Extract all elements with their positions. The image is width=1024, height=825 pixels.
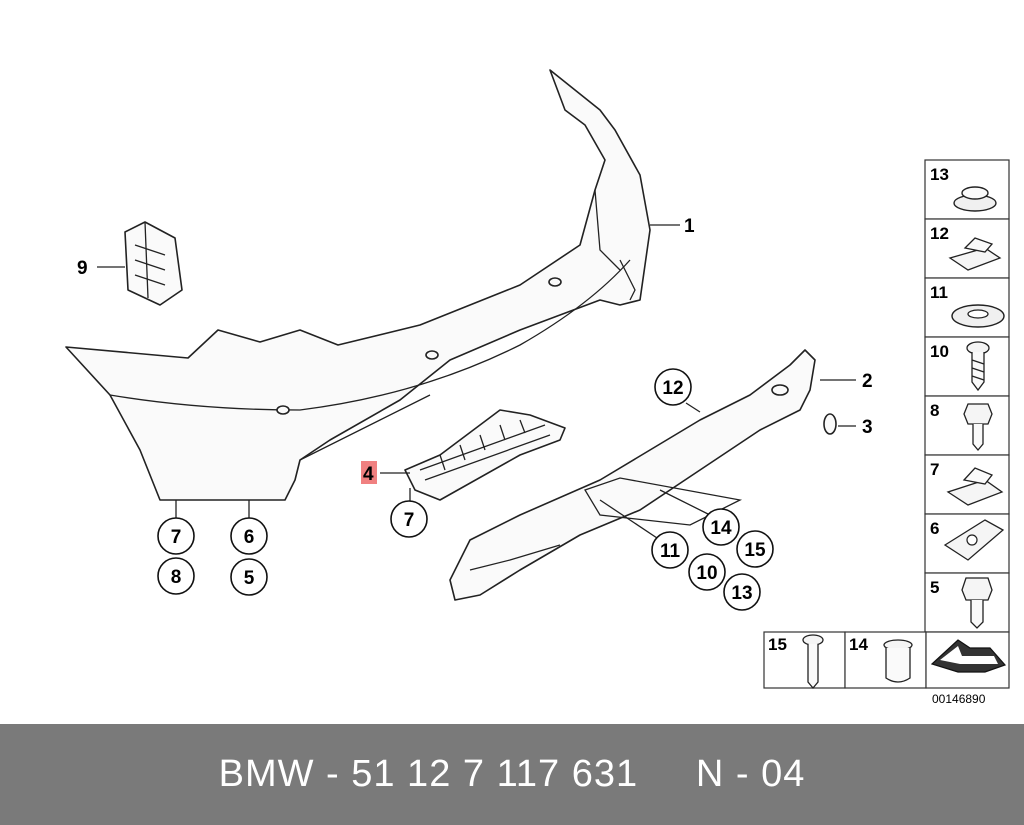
speed-nut-icon [943, 519, 1005, 561]
tapping-screw-icon [966, 341, 990, 392]
direction-arrow-icon [930, 639, 1007, 673]
callout-1: 1 [684, 216, 695, 237]
legend-label-4: 8 [930, 401, 939, 420]
callout-8: 8 [171, 567, 182, 588]
callout-6: 6 [244, 527, 255, 548]
circle-callout-7a [157, 517, 195, 555]
rear-diffuser-trim [449, 349, 816, 601]
hardware-legend: 13 12 11 10 8 7 6 5 15 14 [763, 159, 1010, 690]
expanding-nut-icon [883, 639, 913, 683]
circle-callout-11 [651, 531, 689, 569]
legend-label-14: 14 [849, 635, 868, 654]
circle-callout-12 [654, 368, 692, 406]
callout-7a: 7 [171, 527, 182, 548]
circle-callout-15 [736, 530, 774, 568]
callout-10: 10 [696, 563, 717, 584]
callout-12: 12 [662, 378, 683, 399]
callout-11: 11 [660, 541, 681, 562]
circled-callouts: 12 7 8 6 5 7 11 14 15 10 13 [157, 368, 774, 611]
blind-cap [823, 413, 837, 435]
circle-callout-8 [157, 557, 195, 595]
callout-2: 2 [862, 371, 873, 392]
callout-4: 4 [363, 464, 374, 485]
legend-label-15: 15 [768, 635, 787, 654]
spring-nut-icon [946, 467, 1004, 506]
callout-7b: 7 [404, 510, 415, 531]
footer-bar: BMW - 51 12 7 117 631 N - 04 [0, 724, 1024, 825]
legend-label-7: 5 [930, 578, 939, 597]
circle-callout-7b [390, 500, 428, 538]
circle-callout-14 [702, 508, 740, 546]
hex-bolt-icon [961, 577, 993, 629]
circle-callout-6 [230, 517, 268, 555]
clip-nut-icon [948, 237, 1002, 271]
callout-14: 14 [710, 518, 732, 539]
callout-15: 15 [744, 540, 766, 561]
highlight-marker [361, 461, 377, 484]
callout-9: 9 [77, 258, 88, 279]
rear-bumper-panel [65, 69, 651, 501]
legend-label-1: 12 [930, 224, 949, 243]
bumper-trim-panel [404, 409, 566, 501]
vent-grille [124, 221, 183, 306]
legend-label-2: 11 [930, 283, 948, 302]
pan-head-screw-icon [802, 634, 824, 690]
part-number-text: BMW - 51 12 7 117 631 N - 04 [218, 753, 806, 795]
callout-13: 13 [731, 583, 752, 604]
washer-icon [951, 304, 1005, 328]
parts-diagram: 1 2 3 4 9 12 7 8 6 5 7 11 14 15 10 13 [65, 69, 1010, 690]
legend-label-3: 10 [930, 342, 949, 361]
circle-callout-5 [230, 558, 268, 596]
circle-callout-13 [723, 573, 761, 611]
circle-callout-10 [688, 553, 726, 591]
callout-3: 3 [862, 417, 873, 438]
legend-label-0: 13 [930, 165, 949, 184]
legend-label-6: 6 [930, 519, 939, 538]
grommet-icon [953, 186, 997, 212]
callout-5: 5 [244, 568, 255, 589]
hex-screw-icon [963, 403, 993, 452]
legend-label-5: 7 [930, 460, 939, 479]
diagram-number: 00146890 [932, 692, 986, 706]
